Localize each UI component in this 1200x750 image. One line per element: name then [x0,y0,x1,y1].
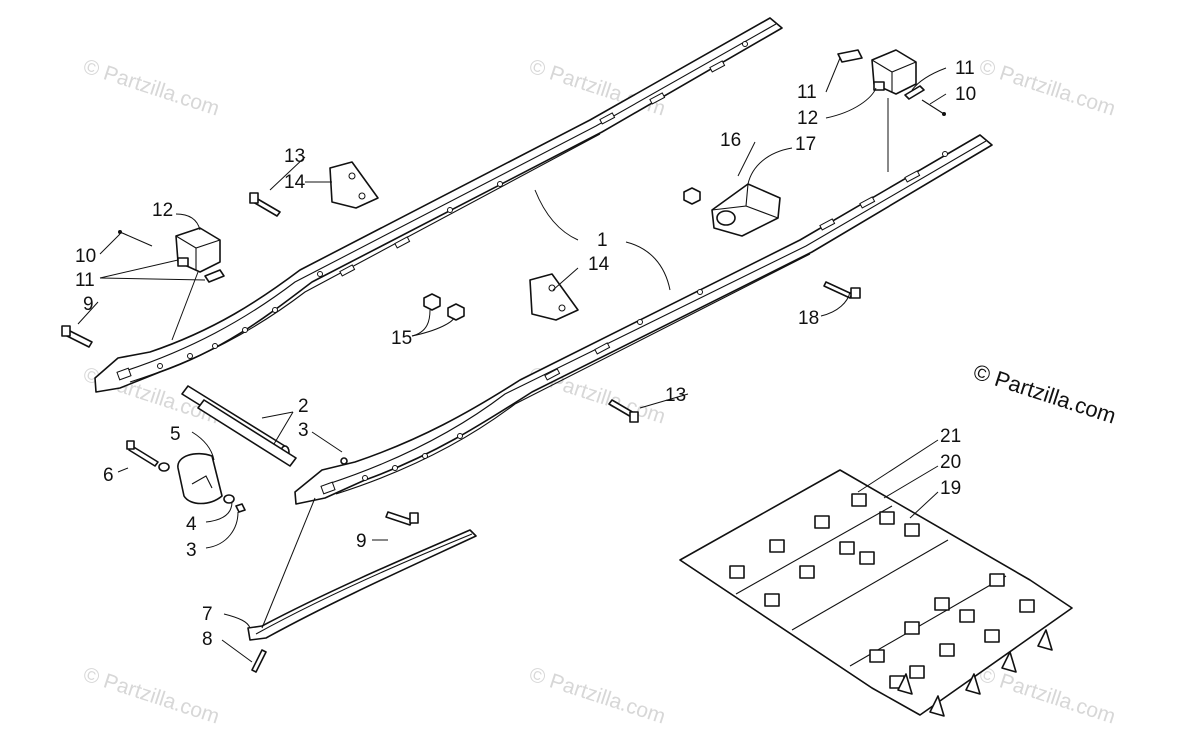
slide-rail-left [94,17,783,393]
watermark: © Partzilla.com [976,663,1118,729]
clips-and-pins [118,49,946,283]
callout-12: 12 [152,200,173,221]
bracket-14-lower [529,273,579,321]
bolt-13-top [249,192,281,217]
callout-labels: 1 2 3 5 6 4 3 7 8 9 9 13 14 14 15 13 16 … [75,58,976,650]
callout-21: 21 [940,426,961,447]
callout-11: 11 [75,270,95,291]
watermark: © Partzilla.com [526,663,668,729]
callout-13: 13 [284,146,305,167]
callout-10: 10 [75,246,96,267]
callout-1: 1 [597,230,608,251]
callout-2: 2 [298,396,309,417]
callout-4: 4 [186,514,197,535]
screw-8 [251,649,267,673]
callout-15: 15 [391,328,412,349]
spacer-tubes [181,385,297,467]
bolt-6 [126,440,159,467]
leader-lines [77,57,947,663]
callout-11: 11 [955,58,975,79]
callout-8: 8 [202,629,213,650]
bolt-9-left [61,325,93,348]
drive-track [679,469,1073,717]
callout-9: 9 [356,531,367,552]
nut-16 [683,187,701,205]
watermark: © Partzilla.com [80,55,222,121]
watermark: © Partzilla.com [80,663,222,729]
callout-16: 16 [720,130,741,151]
callout-5: 5 [170,424,181,445]
bracket-14-top [329,161,379,209]
callout-20: 20 [940,452,961,473]
wear-strip [247,529,477,641]
callout-18: 18 [798,308,819,329]
callout-9: 9 [83,294,94,315]
callout-10: 10 [955,84,976,105]
stopper-12-left [175,227,221,273]
slide-block [177,452,223,505]
brand-watermark: © Partzilla.com [970,359,1119,429]
rail-holes [116,41,748,381]
stopper-12-right [871,49,917,95]
bolt-9-lower [385,511,419,526]
callout-11: 11 [797,82,817,103]
slide-rail-right [294,134,993,505]
callout-19: 19 [940,478,961,499]
track-studs [729,493,1035,689]
washers [158,457,348,513]
watermark: © Partzilla.com [976,55,1118,121]
callout-3: 3 [186,540,197,561]
callout-13: 13 [665,385,686,406]
callout-7: 7 [202,604,213,625]
callout-12: 12 [797,108,818,129]
rail-holes [320,151,948,495]
callout-6: 6 [103,465,114,486]
nut-15 [423,293,465,321]
track-lugs [897,629,1053,717]
callout-14: 14 [588,254,610,275]
callout-17: 17 [795,134,816,155]
idler-wheel-17 [711,183,781,237]
callout-14: 14 [284,172,306,193]
bolt-18 [823,281,861,299]
callout-3: 3 [298,420,309,441]
bolt-13-lower [608,399,639,423]
